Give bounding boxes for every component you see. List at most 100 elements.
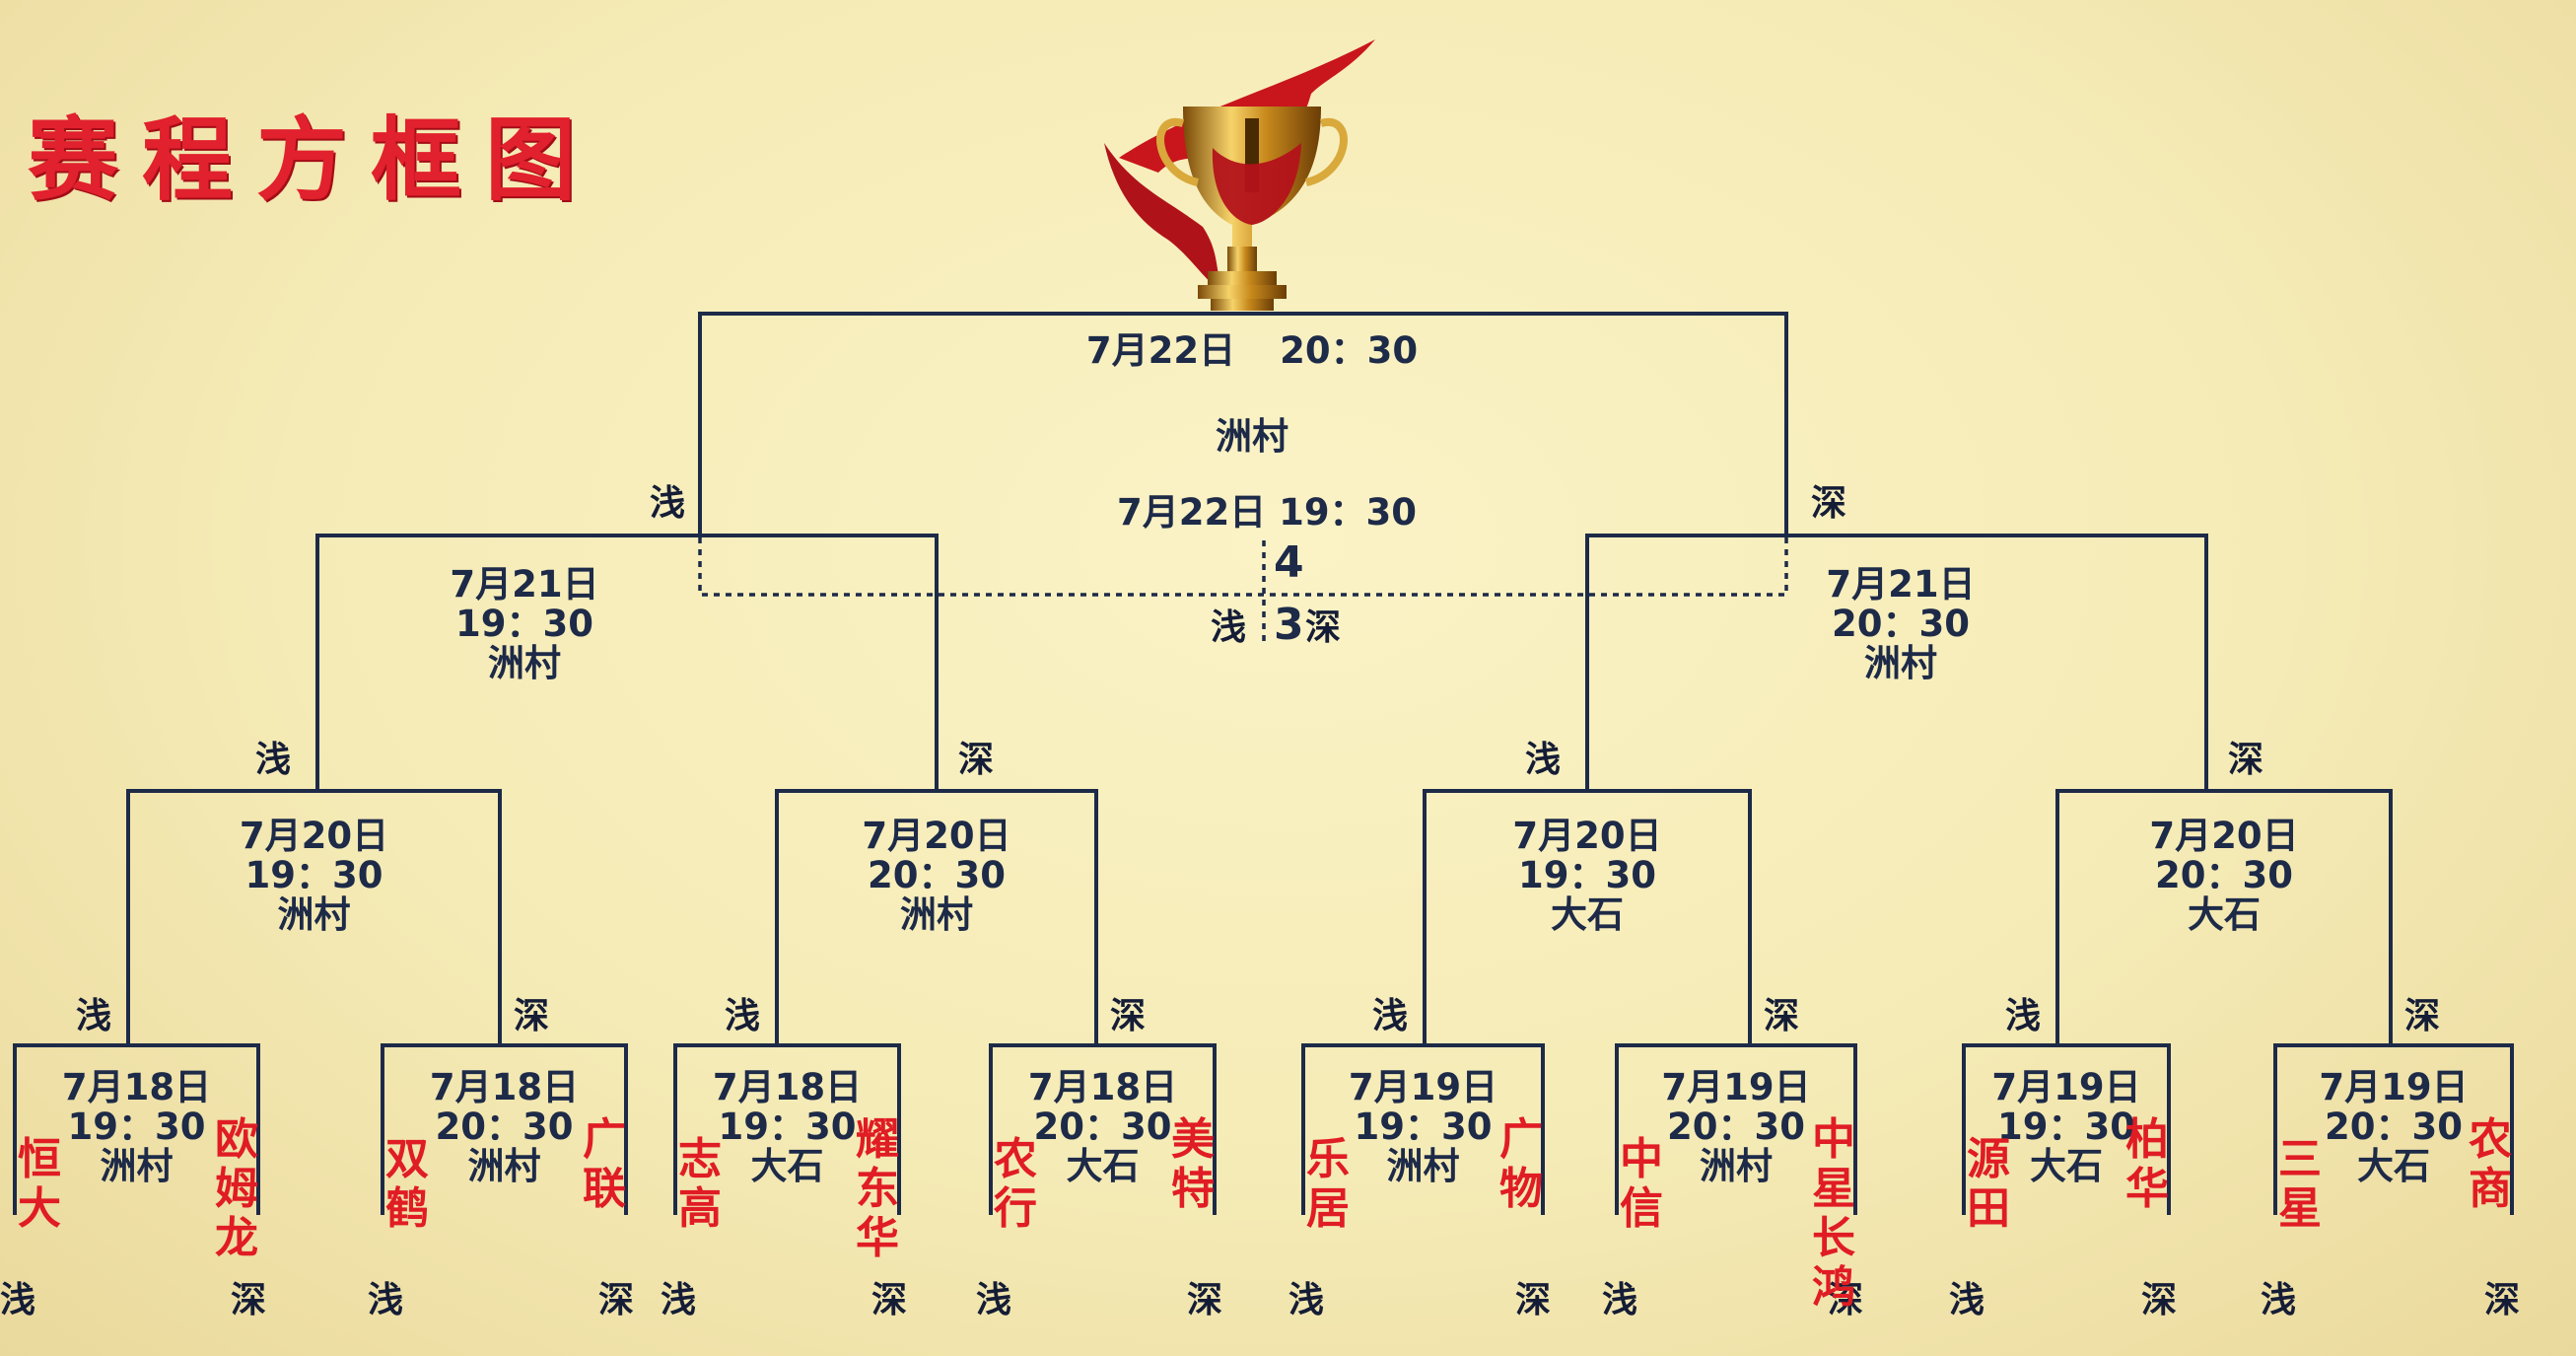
round1-right-side-label: 深 xyxy=(2484,1280,2520,1320)
semifinal-time: 19：30 xyxy=(455,603,593,645)
round1-right-side-label: 深 xyxy=(1828,1280,1863,1320)
round1-bracket-line xyxy=(1615,1043,1857,1215)
quarterfinal-right-side-label: 深 xyxy=(1764,996,1799,1036)
round1-date: 7月18日 xyxy=(430,1066,579,1108)
round1-date: 7月19日 xyxy=(1349,1066,1497,1108)
round1-bracket-line xyxy=(989,1043,1217,1215)
round1-left-team: 中信 xyxy=(1620,1134,1663,1234)
round1-left-team: 志高 xyxy=(678,1134,722,1234)
third-place-lines xyxy=(698,537,1788,641)
semifinal-left-side-label: 浅 xyxy=(255,740,291,780)
quarterfinal-right-side-label: 深 xyxy=(2404,996,2440,1036)
quarterfinal-left-side-label: 浅 xyxy=(2005,996,2041,1036)
quarterfinal-right-side-label: 深 xyxy=(1110,996,1146,1036)
quarterfinal-venue: 洲村 xyxy=(900,893,973,936)
quarterfinal-date: 7月20日 xyxy=(2149,815,2298,857)
round1-venue: 大石 xyxy=(1067,1145,1140,1187)
round1-left-team: 源田 xyxy=(1967,1134,2010,1234)
quarterfinal-date: 7月20日 xyxy=(240,815,388,857)
quarterfinal-venue: 大石 xyxy=(2188,893,2261,936)
round1-bracket-line xyxy=(2273,1043,2514,1215)
semifinal-left-side-label: 浅 xyxy=(1525,740,1561,780)
round1-bracket-line xyxy=(1962,1043,2171,1215)
final-bracket-line xyxy=(698,312,1788,537)
round1-date: 7月19日 xyxy=(1991,1066,2140,1108)
final-venue: 洲村 xyxy=(1216,415,1288,458)
final-right-side-label: 深 xyxy=(1811,483,1846,524)
round1-left-side-label: 浅 xyxy=(1949,1280,1984,1320)
round1-venue: 大石 xyxy=(2030,1145,2103,1187)
quarterfinal-date: 7月20日 xyxy=(1512,815,1661,857)
round1-left-team: 乐居 xyxy=(1306,1134,1350,1234)
quarterfinal-bracket-line xyxy=(775,789,1098,1045)
quarterfinal-left-side-label: 浅 xyxy=(725,996,760,1036)
round1-venue: 洲村 xyxy=(1700,1145,1773,1187)
semifinal-bracket-line xyxy=(1585,534,2208,789)
quarterfinal-time: 20：30 xyxy=(868,854,1006,896)
semifinal-right-side-label: 深 xyxy=(2228,740,2263,780)
round1-date: 7月19日 xyxy=(1661,1066,1810,1108)
quarterfinal-bracket-line xyxy=(2055,789,2393,1045)
round1-date: 7月18日 xyxy=(713,1066,862,1108)
round1-venue: 洲村 xyxy=(468,1145,541,1187)
quarterfinal-right-side-label: 深 xyxy=(514,996,549,1036)
round1-date: 7月19日 xyxy=(2319,1066,2468,1108)
semifinal-venue: 洲村 xyxy=(488,642,561,684)
round1-bracket-line xyxy=(673,1043,901,1215)
round1-venue: 洲村 xyxy=(101,1145,174,1187)
semifinal-time: 20：30 xyxy=(1832,603,1970,645)
page-title: 赛程方框图 xyxy=(28,107,600,213)
round1-date: 7月18日 xyxy=(62,1066,211,1108)
round1-left-team: 双鹤 xyxy=(385,1134,429,1234)
round1-right-team: 农商 xyxy=(2469,1114,2512,1214)
round1-bracket-line xyxy=(1301,1043,1545,1215)
round1-time: 19：30 xyxy=(719,1106,857,1148)
round1-left-side-label: 浅 xyxy=(2261,1280,2296,1320)
quarterfinal-date: 7月20日 xyxy=(862,815,1010,857)
quarterfinal-venue: 大石 xyxy=(1551,893,1624,936)
round1-right-side-label: 深 xyxy=(598,1280,634,1320)
quarterfinal-time: 19：30 xyxy=(1518,854,1656,896)
quarterfinal-bracket-line xyxy=(126,789,502,1045)
semifinal-venue: 洲村 xyxy=(1864,642,1937,684)
round1-venue: 大石 xyxy=(751,1145,824,1187)
semifinal-date: 7月21日 xyxy=(450,563,598,606)
round1-right-team: 广联 xyxy=(583,1114,626,1214)
bracket-lines xyxy=(13,312,2514,1215)
round1-left-side-label: 浅 xyxy=(368,1280,403,1320)
round1-left-side-label: 浅 xyxy=(1288,1280,1324,1320)
semifinal-bracket-line xyxy=(315,534,939,789)
round1-time: 20：30 xyxy=(1667,1106,1805,1148)
third-place-right-side: 深 xyxy=(1305,607,1341,648)
third-place-score-top: 4 xyxy=(1274,537,1304,588)
semifinal-date: 7月21日 xyxy=(1826,563,1975,606)
third-place-datetime: 7月22日 19：30 xyxy=(1117,491,1417,534)
round1-time: 20：30 xyxy=(2325,1106,2463,1148)
round1-right-team: 耀东华 xyxy=(856,1114,899,1263)
quarterfinal-left-side-label: 浅 xyxy=(76,996,111,1036)
round1-time: 19：30 xyxy=(1997,1106,2135,1148)
round1-time: 20：30 xyxy=(1034,1106,1172,1148)
round1-left-team: 农行 xyxy=(994,1134,1037,1234)
third-place-left-side: 浅 xyxy=(1211,607,1246,648)
quarterfinal-time: 19：30 xyxy=(245,854,383,896)
round1-right-team: 美特 xyxy=(1171,1114,1215,1214)
third-place-score-bottom: 3 xyxy=(1274,600,1304,650)
round1-time: 20：30 xyxy=(436,1106,574,1148)
round1-left-team: 恒大 xyxy=(18,1134,61,1234)
quarterfinal-venue: 洲村 xyxy=(278,893,351,936)
third-place-bracket-line xyxy=(698,537,1788,597)
round1-right-team: 中星长鸿 xyxy=(1812,1114,1855,1313)
round1-right-team: 欧姆龙 xyxy=(215,1114,258,1263)
round1-left-side-label: 浅 xyxy=(661,1280,696,1320)
third-place-match: 7月22日 19：30 4 浅 3 深 xyxy=(1117,491,1417,650)
round1-right-side-label: 深 xyxy=(1515,1280,1551,1320)
round1-right-team: 广物 xyxy=(1499,1114,1543,1214)
round1-time: 19：30 xyxy=(1355,1106,1493,1148)
round1-venue: 大石 xyxy=(2357,1145,2430,1187)
round1-left-side-label: 浅 xyxy=(976,1280,1011,1320)
quarterfinal-time: 20：30 xyxy=(2155,854,2293,896)
round1-bracket-line xyxy=(381,1043,628,1215)
